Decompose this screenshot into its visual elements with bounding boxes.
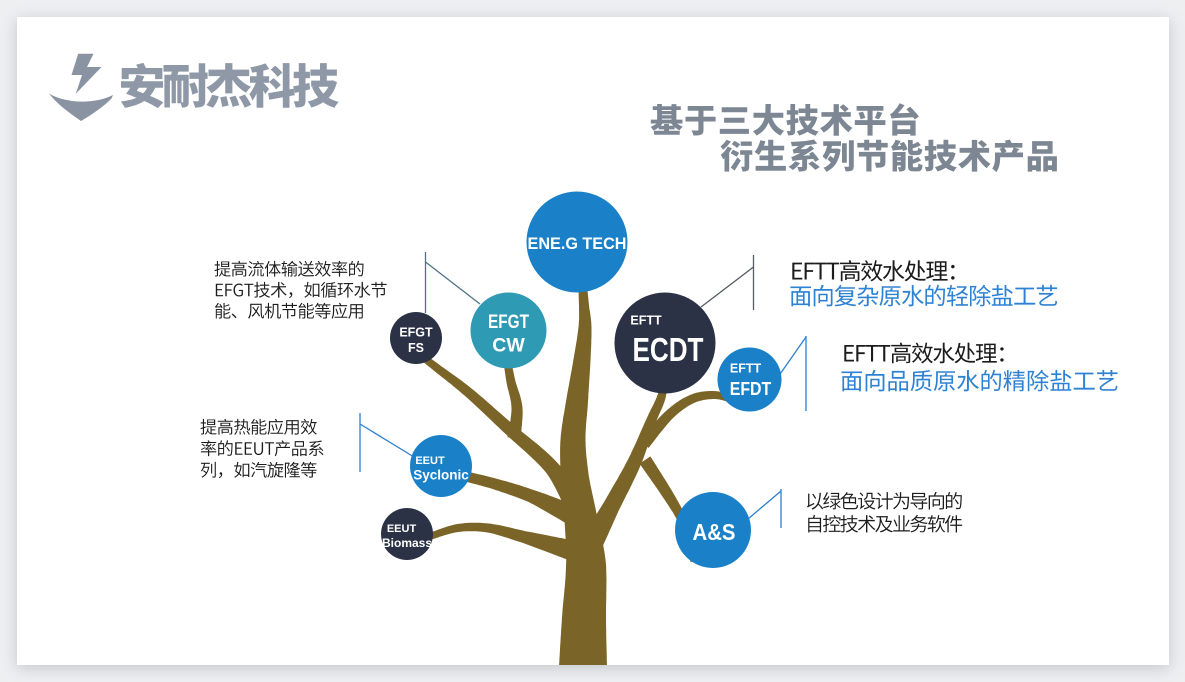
svg-text:EFTT: EFTT — [630, 314, 662, 328]
svg-text:Syclonic: Syclonic — [413, 468, 469, 483]
svg-text:EFGT: EFGT — [488, 311, 529, 333]
svg-text:EFTT: EFTT — [730, 362, 762, 376]
svg-text:FS: FS — [408, 341, 424, 355]
svg-text:EEUT: EEUT — [415, 455, 445, 467]
svg-text:EFGT: EFGT — [399, 326, 433, 340]
svg-text:CW: CW — [492, 335, 525, 357]
svg-text:EFDT: EFDT — [730, 379, 772, 399]
svg-text:Biomass: Biomass — [382, 536, 432, 550]
svg-text:EEUT: EEUT — [387, 523, 417, 535]
svg-text:ECDT: ECDT — [633, 331, 704, 368]
svg-text:A&S: A&S — [693, 519, 736, 545]
svg-text:ENE.G TECH: ENE.G TECH — [528, 235, 627, 253]
